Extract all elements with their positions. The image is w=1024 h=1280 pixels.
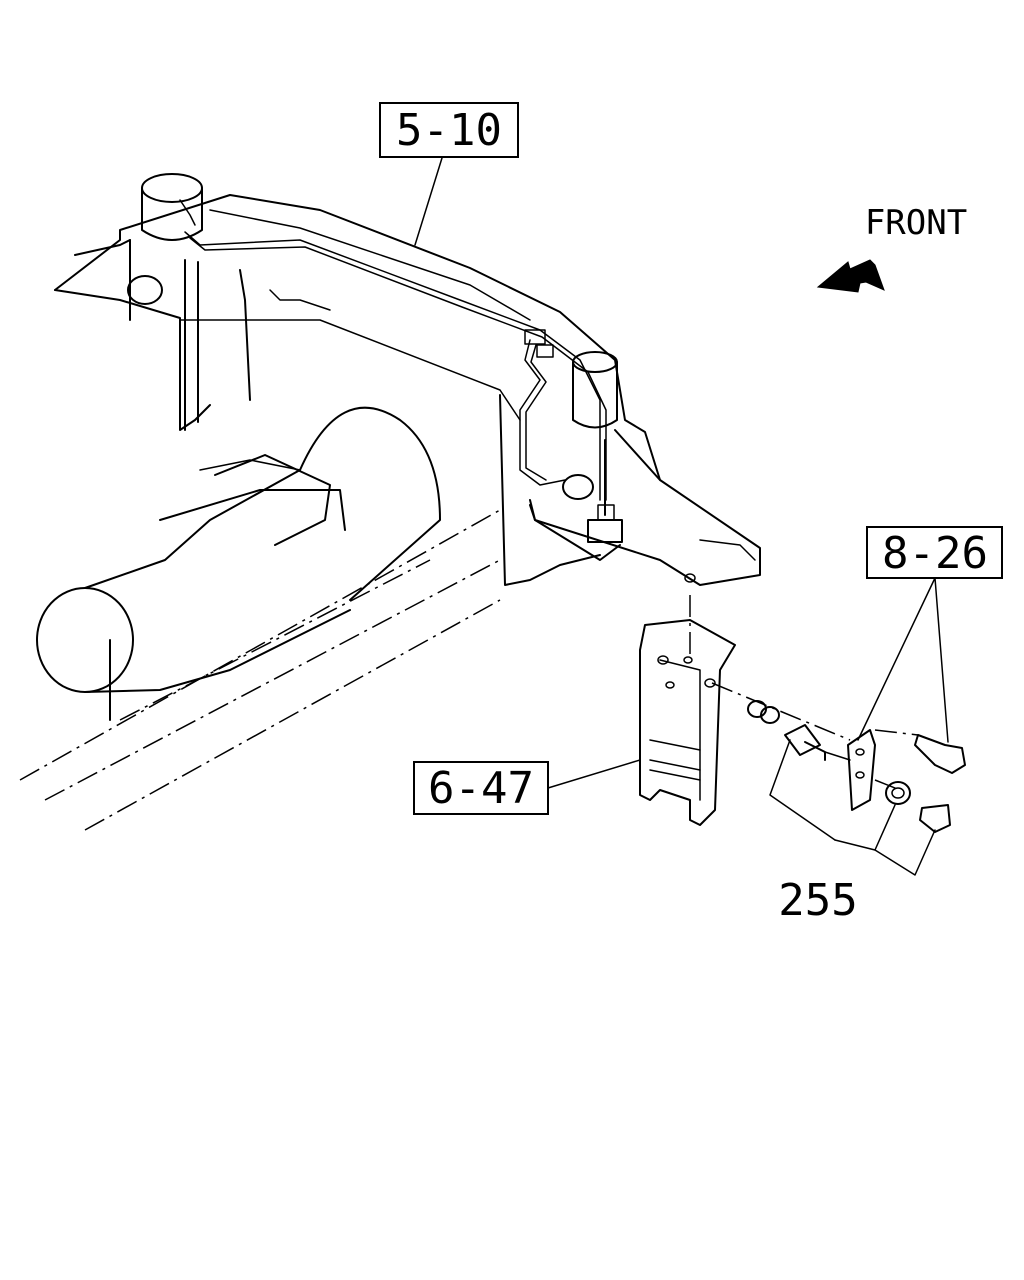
chassis-frame <box>54 194 761 586</box>
brake-reservoir <box>141 173 203 241</box>
part-number-255: 255 <box>778 875 857 926</box>
mounting-plate <box>847 729 876 811</box>
second-reservoir <box>572 351 618 429</box>
axle-assembly <box>19 406 501 831</box>
callout-5-10-text: 5-10 <box>396 105 502 156</box>
callout-6-47: 6-47 <box>413 761 549 815</box>
callout-8-26-text: 8-26 <box>882 528 988 579</box>
front-arrow-icon <box>816 259 885 293</box>
callout-5-10: 5-10 <box>379 102 519 158</box>
bolt <box>874 729 966 791</box>
nut-and-cap <box>885 781 951 833</box>
leader-lines <box>414 157 949 876</box>
mounting-bracket <box>639 595 736 826</box>
front-label: FRONT <box>865 203 967 243</box>
callout-8-26: 8-26 <box>866 526 1003 579</box>
pressure-switch <box>711 682 851 761</box>
brake-lines <box>184 231 623 543</box>
callout-6-47-text: 6-47 <box>428 763 534 814</box>
